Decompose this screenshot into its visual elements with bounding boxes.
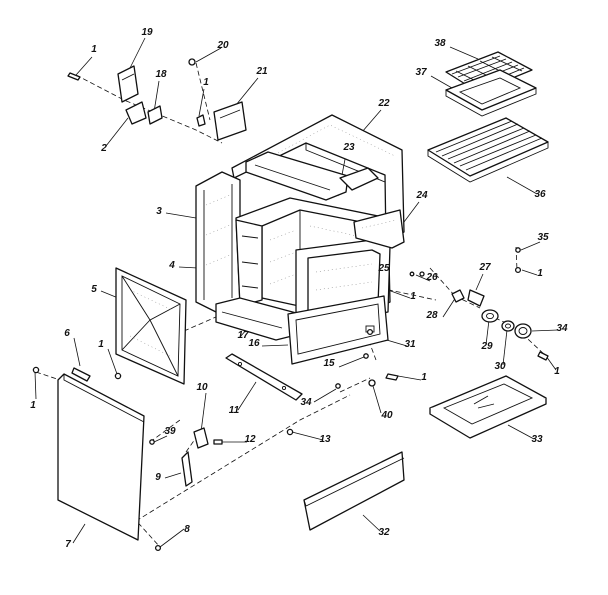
- part-callout-c31: 31: [404, 339, 416, 350]
- hinge-part: [181, 427, 209, 487]
- part-callout-c25: 25: [377, 263, 390, 274]
- part-callout-c18: 18: [155, 69, 167, 80]
- part-callout-c37: 37: [415, 67, 427, 78]
- part-callout-c28: 28: [425, 310, 438, 321]
- part-callout-c1g: 1: [421, 372, 427, 383]
- part-callout-c1f: 1: [554, 366, 560, 377]
- part-callout-c5: 5: [91, 284, 97, 295]
- oven-rack-part: [427, 117, 549, 183]
- part-callout-c4: 4: [168, 260, 175, 271]
- part-callout-c36: 36: [534, 189, 546, 200]
- part-callout-c26: 26: [425, 272, 438, 283]
- part-callout-c13: 13: [319, 434, 331, 445]
- right-small-parts: [419, 247, 549, 361]
- part-callout-c32: 32: [378, 527, 390, 538]
- part-callout-c6: 6: [64, 328, 70, 339]
- part-callout-c34a: 34: [556, 323, 568, 334]
- part-callout-c11: 11: [229, 405, 240, 416]
- part-callout-c9: 9: [155, 472, 161, 483]
- door-panel-part: [57, 373, 145, 541]
- part-callout-c15: 15: [323, 358, 335, 369]
- strip-part: [71, 367, 91, 382]
- top-small-parts: [67, 58, 247, 141]
- hinge-bar-part: [225, 353, 303, 401]
- part-callout-c19: 19: [141, 27, 153, 38]
- front-frame-part: [287, 295, 389, 365]
- part-callout-c1d: 1: [410, 291, 416, 302]
- part-callout-c34b: 34: [300, 397, 312, 408]
- part-callout-c27: 27: [478, 262, 491, 273]
- drawer-front-part: [303, 451, 405, 531]
- oven-side-part: [235, 219, 263, 307]
- part-callout-c33: 33: [531, 434, 543, 445]
- part-callout-c24: 24: [415, 190, 428, 201]
- part-callout-c21: 21: [255, 66, 268, 77]
- lower-small-parts: [32, 271, 415, 552]
- part-callout-c40: 40: [380, 410, 393, 421]
- vent-duct-part: [245, 151, 379, 201]
- part-callout-c29: 29: [480, 341, 493, 352]
- part-callout-c35: 35: [537, 232, 549, 243]
- back-panel-part: [115, 267, 187, 385]
- part-callout-c20: 20: [216, 40, 229, 51]
- broiler-pan-part: [429, 375, 547, 439]
- part-callout-c1c: 1: [537, 268, 543, 279]
- part-callout-c22: 22: [377, 98, 390, 109]
- part-callout-c12: 12: [244, 434, 256, 445]
- cavity-box-part: [353, 209, 405, 249]
- part-callout-c39: 39: [164, 426, 176, 437]
- part-callout-c3: 3: [156, 206, 162, 217]
- broiler-tray-part: [445, 69, 537, 117]
- part-callout-c38: 38: [434, 38, 446, 49]
- part-callout-c30: 30: [494, 361, 506, 372]
- part-callout-c17: 17: [237, 330, 249, 341]
- part-callout-c1h: 1: [30, 400, 36, 411]
- part-callout-c1e: 1: [98, 339, 104, 350]
- side-panel-part: [195, 171, 241, 313]
- part-callout-c10: 10: [196, 382, 208, 393]
- part-callout-c1a: 1: [91, 44, 97, 55]
- part-callout-c2: 2: [100, 143, 107, 154]
- part-callout-c1b: 1: [203, 77, 209, 88]
- part-callout-c7: 7: [65, 539, 71, 550]
- part-callout-c23: 23: [342, 142, 355, 153]
- part-callout-c8: 8: [184, 524, 190, 535]
- part-callout-c16: 16: [248, 338, 260, 349]
